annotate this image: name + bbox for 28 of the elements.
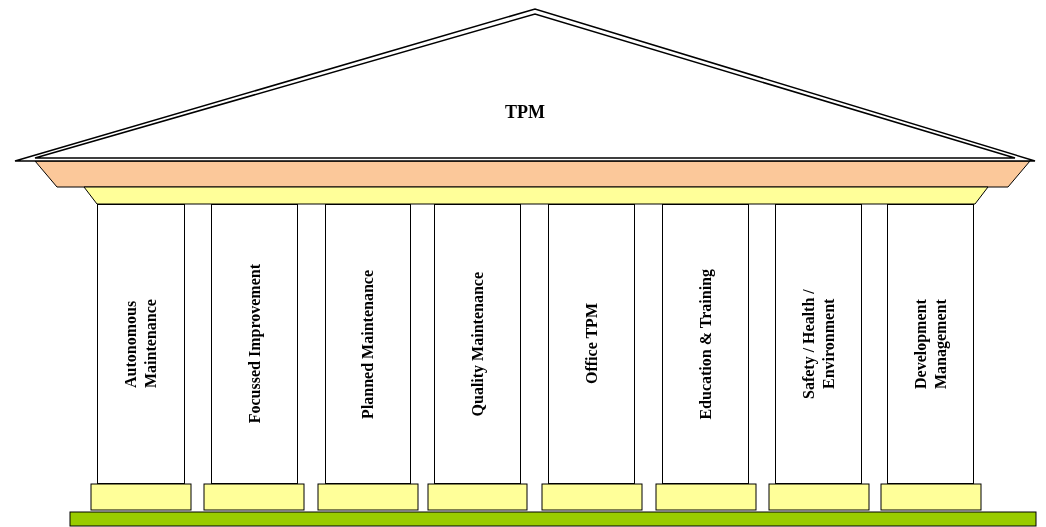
pillar-base — [768, 483, 870, 511]
pillar-label: Focussed Improvement — [244, 264, 264, 424]
pillar-label: Safety / Health / Environment — [798, 288, 838, 401]
pillar-base — [655, 483, 757, 511]
pillar — [97, 204, 185, 484]
pillar — [548, 204, 635, 484]
pillar-base — [541, 483, 643, 511]
pillar-base — [427, 483, 528, 511]
pillar — [325, 204, 411, 484]
pillar — [211, 204, 298, 484]
pillar-base — [880, 483, 982, 511]
roof-label: TPM — [504, 102, 546, 123]
pillar — [887, 204, 974, 484]
pillar-label: Autonomous Maintenance — [121, 298, 160, 391]
pillar-base — [317, 483, 419, 511]
eave-band — [34, 160, 1031, 188]
pillar — [434, 204, 521, 484]
pillar-label: Education & Training — [695, 268, 715, 420]
pillar-label: Planned Maintenance — [358, 269, 377, 419]
pillar-label: Quality Maintenance — [467, 271, 487, 417]
pillar-label: Development Management — [910, 298, 950, 391]
pillar-base — [203, 483, 305, 511]
pillar-label: Office TPM — [581, 303, 601, 385]
pillar — [662, 204, 749, 484]
foundation-slab — [69, 511, 1037, 527]
beam-band — [83, 186, 989, 205]
pillar-base — [90, 483, 192, 511]
pillar — [775, 204, 862, 484]
